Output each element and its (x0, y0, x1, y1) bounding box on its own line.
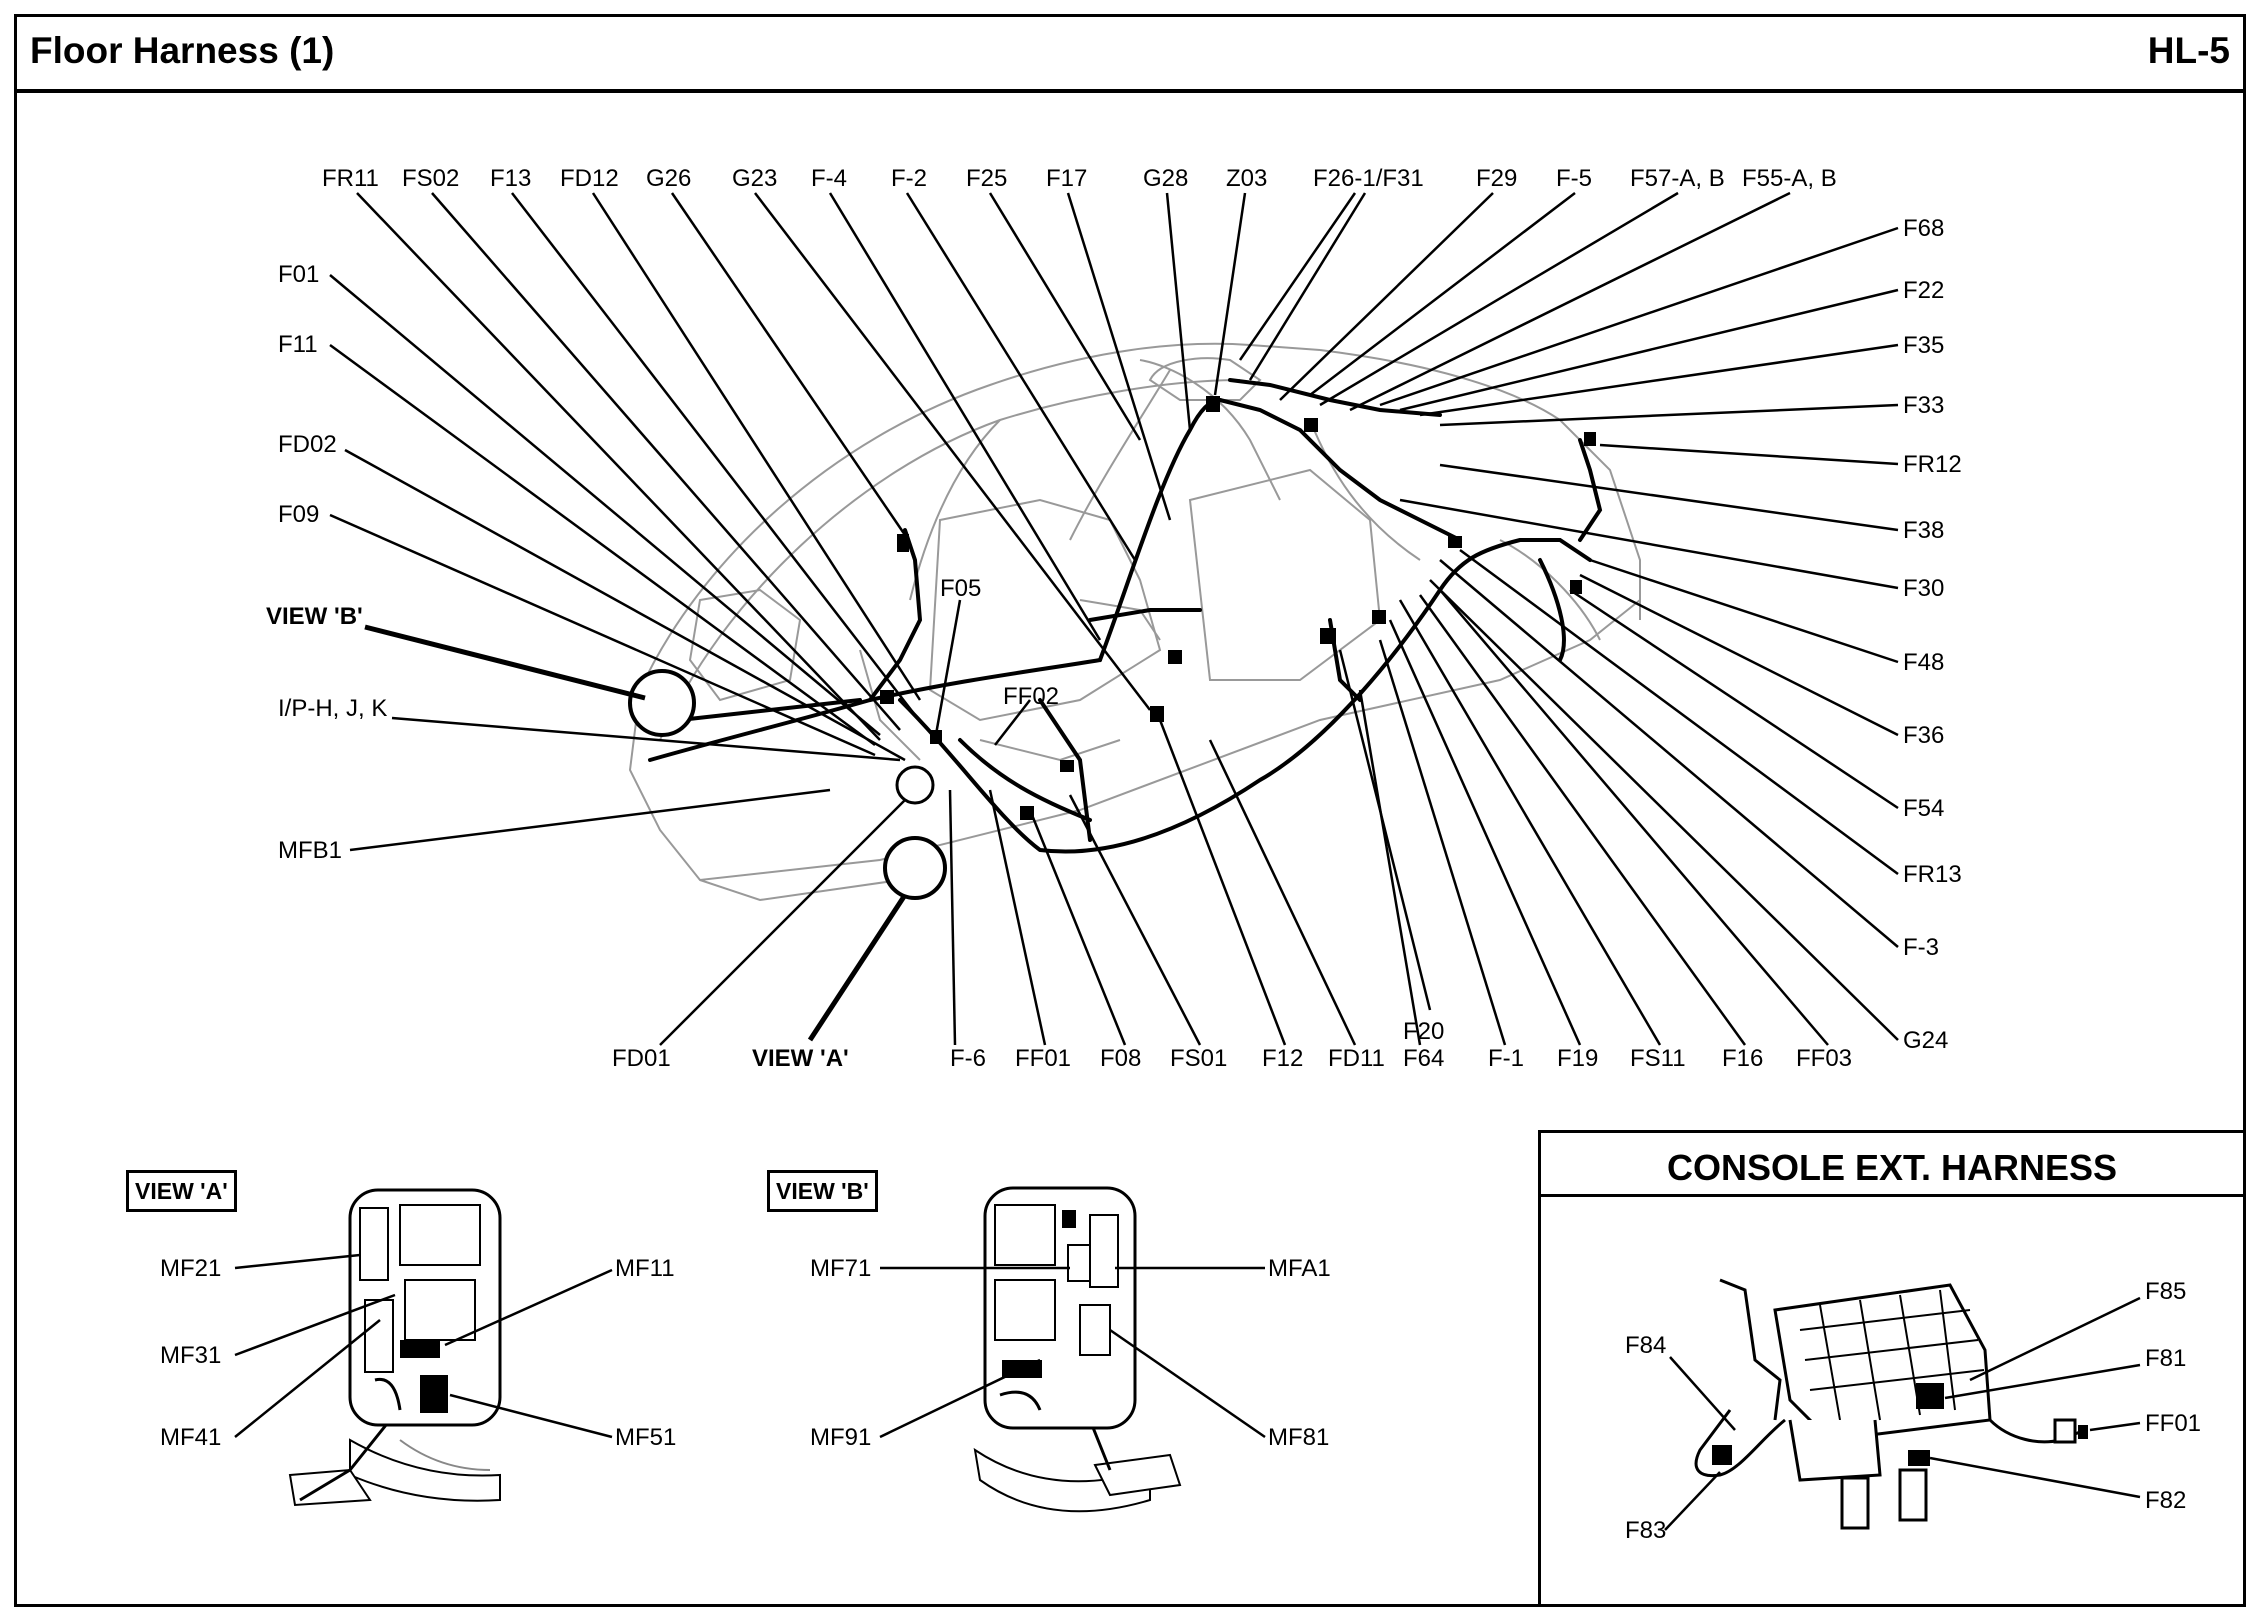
label-f33: F33 (1903, 392, 1944, 419)
label-fd12: FD12 (560, 165, 619, 192)
label-f64: F64 (1403, 1045, 1444, 1072)
label-mf91: MF91 (810, 1424, 871, 1451)
label-f84: F84 (1625, 1332, 1666, 1359)
label-view-b: VIEW 'B' (266, 603, 363, 630)
console-title: CONSOLE EXT. HARNESS (1666, 1147, 2118, 1188)
harness-wires (648, 378, 1603, 854)
label-ff02: FF02 (1003, 683, 1059, 710)
label-f57-ab: F57-A, B (1630, 165, 1725, 192)
label-f30: F30 (1903, 575, 1944, 602)
label-fr12: FR12 (1903, 451, 1962, 478)
label-f38: F38 (1903, 517, 1944, 544)
label-f-3: F-3 (1903, 934, 1939, 961)
label-f17: F17 (1046, 165, 1087, 192)
label-mf21: MF21 (160, 1255, 221, 1282)
label-z03: Z03 (1226, 165, 1267, 192)
view-b-pointer (364, 624, 646, 701)
label-f22: F22 (1903, 277, 1944, 304)
label-f16: F16 (1722, 1045, 1763, 1072)
label-f-2: F-2 (891, 165, 927, 192)
label-f36: F36 (1903, 722, 1944, 749)
label-f01: F01 (278, 261, 319, 288)
label-f13: F13 (490, 165, 531, 192)
view-b-circle (628, 669, 696, 737)
label-g28: G28 (1143, 165, 1188, 192)
label-mfb1: MFB1 (278, 837, 342, 864)
label-mfa1: MFA1 (1268, 1255, 1331, 1282)
console-harness-drawing (1664, 1278, 2141, 1531)
page-header: Floor Harness (1) HL-5 (14, 14, 2246, 93)
label-fs01: FS01 (1170, 1045, 1227, 1072)
label-mf41: MF41 (160, 1424, 221, 1451)
label-fr13: FR13 (1903, 861, 1962, 888)
label-mf81: MF81 (1268, 1424, 1329, 1451)
label-ip-hjk: I/P-H, J, K (278, 695, 387, 722)
label-console-ff01: FF01 (2145, 1410, 2201, 1437)
label-mf51: MF51 (615, 1424, 676, 1451)
label-f54: F54 (1903, 795, 1944, 822)
label-f08: F08 (1100, 1045, 1141, 1072)
label-f29: F29 (1476, 165, 1517, 192)
label-f82: F82 (2145, 1487, 2186, 1514)
label-fd11: FD11 (1328, 1045, 1385, 1072)
label-mf71: MF71 (810, 1255, 871, 1282)
label-g26: G26 (646, 165, 691, 192)
label-f-5: F-5 (1556, 165, 1592, 192)
label-fd02: FD02 (278, 431, 337, 458)
label-fr11: FR11 (322, 165, 379, 192)
label-mf31: MF31 (160, 1342, 221, 1369)
label-f11: F11 (278, 331, 318, 358)
label-f12: F12 (1262, 1045, 1303, 1072)
console-title-bar: CONSOLE EXT. HARNESS (1541, 1133, 2243, 1197)
label-f35: F35 (1903, 332, 1944, 359)
label-f05: F05 (940, 575, 981, 602)
connector-markers (880, 396, 1596, 820)
label-f26-1-f31: F26-1/F31 (1313, 165, 1424, 192)
label-f19: F19 (1557, 1045, 1598, 1072)
label-fs02: FS02 (402, 165, 459, 192)
label-f-1: F-1 (1488, 1045, 1524, 1072)
label-g23: G23 (732, 165, 777, 192)
label-ff01: FF01 (1015, 1045, 1071, 1072)
fd01-grommet (895, 765, 935, 805)
vehicle-body (628, 342, 1641, 902)
label-f81: F81 (2145, 1345, 2186, 1372)
page-code: HL-5 (2147, 30, 2230, 71)
label-f83: F83 (1625, 1517, 1666, 1544)
label-fs11: FS11 (1630, 1045, 1686, 1072)
view-a-pointer (807, 893, 908, 1042)
label-fd01: FD01 (612, 1045, 671, 1072)
view-b-inset: MF71 MF91 MFA1 MF81 (810, 1186, 1331, 1513)
leader-lines (329, 191, 1899, 1046)
label-f85: F85 (2145, 1278, 2186, 1305)
label-g24: G24 (1903, 1027, 1948, 1054)
label-f25: F25 (966, 165, 1007, 192)
page-title: Floor Harness (1) (30, 30, 335, 71)
label-f48: F48 (1903, 649, 1944, 676)
main-label-group: FR11 FS02 F13 FD12 G26 G23 F-4 F-2 F25 F… (266, 165, 1962, 1072)
view-a-circle (883, 836, 947, 900)
view-b-tag: VIEW 'B' (767, 1170, 878, 1212)
label-f-6: F-6 (950, 1045, 986, 1072)
label-f20: F20 (1403, 1018, 1444, 1045)
label-f68: F68 (1903, 215, 1944, 242)
console-ext-harness-panel: CONSOLE EXT. HARNESS (1538, 1130, 2246, 1607)
label-mf11: MF11 (615, 1255, 675, 1282)
label-ff03: FF03 (1796, 1045, 1852, 1072)
label-f09: F09 (278, 501, 319, 528)
label-f-4: F-4 (811, 165, 847, 192)
label-f55-ab: F55-A, B (1742, 165, 1837, 192)
view-a-tag: VIEW 'A' (126, 1170, 237, 1212)
view-a-inset: MF21 MF31 MF41 MF11 MF51 (160, 1188, 676, 1507)
page-frame (14, 14, 2246, 1607)
label-view-a: VIEW 'A' (752, 1045, 849, 1072)
